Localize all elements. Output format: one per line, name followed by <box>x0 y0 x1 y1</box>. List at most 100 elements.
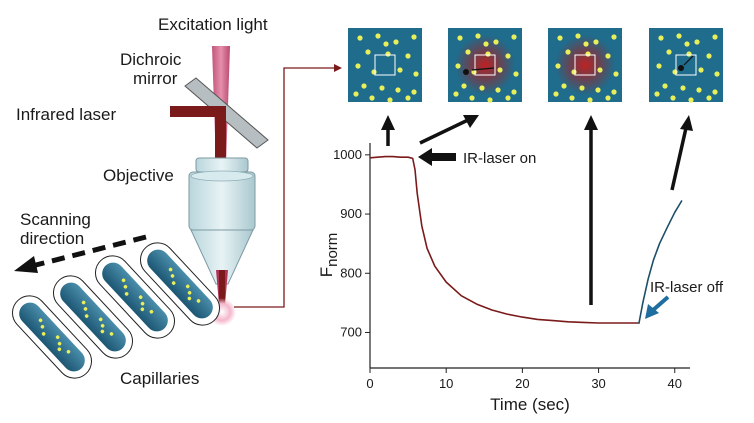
ir-on-annotation: IR-laser on <box>418 148 536 167</box>
optical-setup <box>170 46 269 326</box>
thumbnail-2-molecule-17 <box>487 97 493 103</box>
thumbnail-4-focus-box <box>675 54 697 76</box>
thumbnail-1-molecule-14 <box>395 87 401 93</box>
y-tick-label-1000: 1000 <box>333 147 362 162</box>
thumbnail-4-molecule-19 <box>684 41 690 47</box>
capillary-1-molecule-2 <box>41 332 46 336</box>
thumbnail-2-molecule-18 <box>505 95 511 101</box>
capillary-1 <box>11 295 93 379</box>
x-tick-label-30: 30 <box>591 376 605 391</box>
thumbnail-3-molecule-20 <box>553 91 559 97</box>
thumbnail-1-molecule-8 <box>355 63 361 69</box>
objective-lens <box>188 157 256 285</box>
x-tick-label-10: 10 <box>439 376 453 391</box>
thumbnail-1-molecule-16 <box>369 95 375 101</box>
capillary-1-molecule-5 <box>66 349 71 354</box>
capillary-2 <box>52 275 134 359</box>
capillary-2-molecule-4 <box>100 329 105 334</box>
pointer-arrow-4 <box>670 115 693 191</box>
thumbnail-2-molecule-12 <box>461 83 467 89</box>
capillary-2-molecule-6 <box>83 307 88 311</box>
thumbnail-1-molecule-10 <box>397 67 403 73</box>
connector-arrowhead <box>334 64 342 72</box>
capillary-2-molecule-5 <box>109 332 114 336</box>
capillary-4-molecule-6 <box>170 274 175 278</box>
thumbnail-4-molecule-7 <box>706 53 712 59</box>
thumbnail-3-molecule-19 <box>583 41 589 47</box>
thumbnail-4-molecule-16 <box>670 95 676 101</box>
thumbnail-1 <box>348 28 422 103</box>
series-line-1 <box>369 155 640 324</box>
capillary-4-molecule-7 <box>187 291 192 295</box>
capillary-3 <box>94 255 176 339</box>
y-axis-label-main: F <box>317 267 336 277</box>
label-ir-off: IR-laser off <box>650 279 724 296</box>
thumbnail-4-molecule-5 <box>666 49 672 55</box>
thumbnail-4-molecule-17 <box>688 97 694 103</box>
capillary-3-molecule-3 <box>138 295 143 299</box>
thumbnail-1-molecule-18 <box>405 95 411 101</box>
scanning-arrow <box>14 234 147 273</box>
label-dichroic: Dichroic <box>120 50 182 69</box>
thumbnail-2-molecule-7 <box>505 53 511 59</box>
capillary-1-molecule-3 <box>55 335 60 339</box>
capillary-1-molecule-4 <box>57 347 62 352</box>
thumbnail-4-molecule-18 <box>706 95 712 101</box>
thumbnail-2-molecule-4 <box>511 34 517 40</box>
series-line-2 <box>638 200 683 324</box>
thumbnail-3-molecule-1 <box>557 35 563 41</box>
connector-line <box>234 67 338 308</box>
thumbnail-2 <box>448 28 522 103</box>
capillary-4-molecule-4 <box>187 296 192 301</box>
thumbnail-2-molecule-1 <box>457 35 463 41</box>
label-direction: direction <box>20 229 84 248</box>
thumbnail-2-molecule-15 <box>511 89 517 95</box>
thumbnail-2-heat-spot <box>455 35 515 95</box>
y-axis-label: Fnorm <box>317 233 341 278</box>
thumbnail-strip <box>348 28 723 103</box>
capillary-3-molecule-7 <box>140 301 145 306</box>
y-tick-label-900: 900 <box>340 206 362 221</box>
thumbnail-4-molecule-13 <box>680 85 686 91</box>
thumbnail-4-motion-line <box>683 55 694 66</box>
capillary-1-molecule-7 <box>57 341 62 346</box>
thumbnail-4-molecule-1 <box>658 35 664 41</box>
thumbnail-1-focus-box <box>374 54 396 76</box>
thumbnail-3-molecule-14 <box>595 87 601 93</box>
capillary-4-molecule-1 <box>168 267 173 272</box>
infrared-beam-horizontal <box>170 106 222 117</box>
thumbnail-2-molecule-14 <box>495 87 501 93</box>
thumbnail-1-molecule-9 <box>371 69 377 75</box>
thumbnail-4-molecule-4 <box>712 34 718 40</box>
thumbnail-4-molecule-15 <box>712 89 718 95</box>
pointer-arrow-2 <box>419 115 479 145</box>
thumbnail-4-molecule-2 <box>676 33 682 39</box>
thumbnail-1-molecule-4 <box>411 34 417 40</box>
thumbnail-3-molecule-3 <box>593 39 599 45</box>
capillary-2-molecule-3 <box>98 317 103 322</box>
dichroic-mirror <box>184 77 269 149</box>
thumbnail-2-molecule-5 <box>465 49 471 55</box>
thumbnail-2-motion-line <box>471 67 495 71</box>
capillary-3-molecule-2 <box>124 292 129 296</box>
thumbnail-3-molecule-9 <box>571 69 577 75</box>
thumbnail-4-dark-molecule <box>678 65 684 71</box>
capillary-4-molecule-3 <box>185 284 190 289</box>
thumbnail-4-molecule-12 <box>662 83 668 89</box>
y-tick-label-800: 800 <box>340 265 362 280</box>
thumbnail-1-molecule-12 <box>361 83 367 89</box>
capillary-4-molecule-2 <box>171 281 176 285</box>
thumbnail-3-molecule-4 <box>611 34 617 40</box>
thumbnail-2-molecule-11 <box>513 71 519 77</box>
thumbnail-4-molecule-3 <box>694 39 700 45</box>
pointer-arrows <box>381 115 693 305</box>
thumbnail-1-molecule-19 <box>383 41 389 47</box>
thumbnail-3-molecule-13 <box>579 85 585 91</box>
thumbnail-1-molecule-3 <box>393 39 399 45</box>
thumbnail-1-molecule-1 <box>357 35 363 41</box>
thumbnail-2-molecule-19 <box>483 41 489 47</box>
label-infrared-laser: Infrared laser <box>16 105 116 124</box>
capillaries <box>11 242 221 379</box>
